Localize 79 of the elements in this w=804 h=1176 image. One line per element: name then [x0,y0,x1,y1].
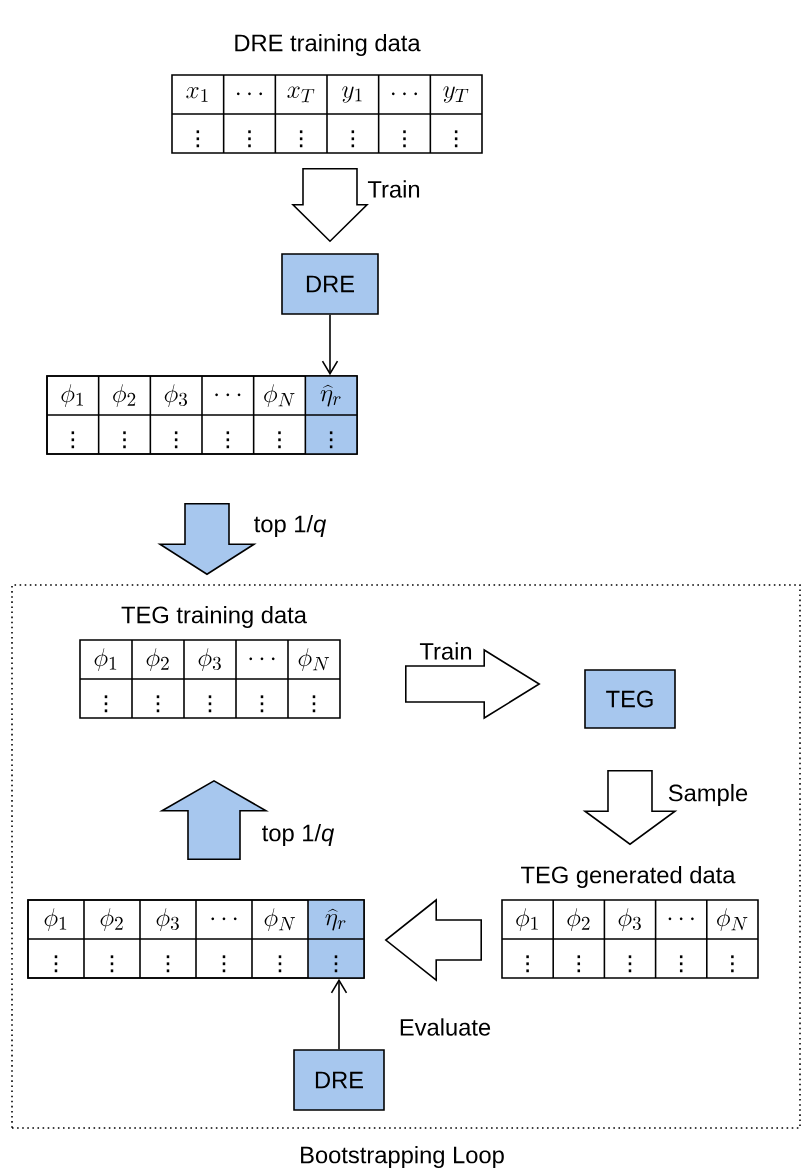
block-arrow [384,898,482,982]
block-arrow [405,648,541,720]
table-cell: $y_T$ [443,86,469,103]
table-heading: TEG training data [121,605,307,629]
table-cell: $\phi_1$ [516,908,538,931]
table-cell: $\vdots$ [222,955,226,973]
edge-label: Evaluate [400,1018,491,1036]
table-cell: $\phi_N$ [717,908,748,931]
loop-label: Bootstrapping Loop [301,1145,504,1169]
block-arrow [582,770,678,846]
table-cell: $\vdots$ [628,955,632,973]
table-cell: $\vdots$ [577,955,581,973]
block-arrow [157,503,257,576]
table-cell: $\cdots$ [249,657,275,661]
table-cell: $\vdots$ [196,130,200,148]
table-cell: $\cdots$ [668,917,694,921]
table-cell: $\phi_1$ [61,384,83,407]
table-cell: $\vdots$ [260,695,264,713]
process-box: DRE [293,1049,385,1111]
table-cell: $\vdots$ [679,955,683,973]
edge-label: Train [367,180,420,198]
table-cell: $x_1$ [186,86,208,102]
table-heading: TEG generated data [521,865,736,889]
table-cell: $\vdots$ [278,431,281,449]
table-cell: $\vdots$ [156,695,160,713]
table-cell: $\phi_1$ [44,908,67,931]
block-arrow [291,168,369,243]
table-cell: $\vdots$ [329,431,333,449]
table-cell: $y_1$ [342,86,362,103]
table-cell: $\vdots$ [110,955,114,973]
table-cell: $\vdots$ [299,130,303,148]
data-table [27,899,365,979]
table-cell: $\cdots$ [236,92,263,96]
table-cell: $\phi_3$ [198,648,221,671]
table-cell: $\phi_3$ [164,384,187,407]
table-cell: $\vdots$ [312,695,316,713]
table-cell: $\phi_1$ [94,648,117,671]
data-table [46,375,358,455]
table-cell: $\vdots$ [526,955,529,973]
table-cell: $\vdots$ [174,431,178,449]
edge-label: top 1/q [262,823,335,847]
table-cell: $x_T$ [287,86,315,103]
table-cell: $\vdots$ [351,130,355,148]
table-cell: $\vdots$ [54,955,58,973]
arrow [330,978,348,1050]
table-cell: $\vdots$ [208,695,212,713]
table-heading: DRE training data [235,33,421,57]
table-cell: $\cdots$ [211,917,237,921]
table-cell: $\phi_2$ [146,648,169,671]
process-box: DRE [281,253,379,315]
table-cell: $\vdots$ [123,431,126,449]
table-cell: $\vdots$ [403,130,406,148]
table-cell: $\vdots$ [226,431,230,449]
table-cell: $\phi_3$ [618,908,641,931]
process-box: TEG [584,669,676,729]
table-cell: $\vdots$ [334,955,338,973]
table-cell: $\widehat{\eta}_r$ [320,384,341,407]
edge-label: top 1/q [254,514,327,538]
table-cell: $\phi_2$ [113,384,136,407]
block-arrow [159,779,269,860]
table-cell: $\vdots$ [278,955,282,973]
table-cell: $\vdots$ [731,955,734,973]
table-cell: $\cdots$ [215,393,241,397]
table-cell: $\phi_N$ [264,384,295,407]
table-cell: $\phi_2$ [100,908,123,931]
table-cell: $\vdots$ [104,695,108,713]
table-cell: $\phi_3$ [156,908,179,931]
edge-label: Train [419,642,472,660]
table-cell: $\phi_2$ [567,908,590,931]
table-cell: $\vdots$ [166,955,170,973]
table-cell: $\phi_N$ [264,908,296,931]
edge-label: Sample [668,783,748,807]
table-cell: $\vdots$ [71,431,75,449]
arrow [321,314,339,376]
table-cell: $\cdots$ [391,92,418,96]
table-cell: $\phi_N$ [298,648,330,671]
table-cell: $\vdots$ [248,130,251,148]
table-cell: $\widehat{\eta}_r$ [325,908,346,931]
table-cell: $\vdots$ [454,130,458,148]
